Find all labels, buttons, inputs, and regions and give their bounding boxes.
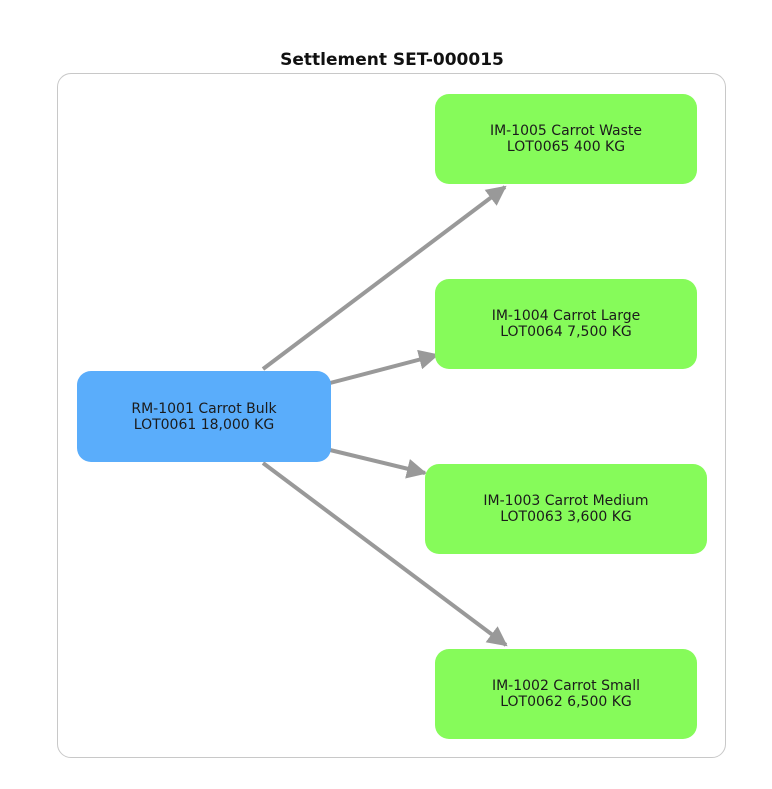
node-label-line2: LOT0062 6,500 KG bbox=[500, 694, 632, 710]
edge-to-im-1005 bbox=[261, 185, 507, 371]
diagram-frame bbox=[57, 73, 726, 758]
node-label-line1: IM-1003 Carrot Medium bbox=[483, 493, 649, 509]
node-im-1005-carrot-waste[interactable]: IM-1005 Carrot Waste LOT0065 400 KG bbox=[435, 94, 697, 184]
node-im-1002-carrot-small[interactable]: IM-1002 Carrot Small LOT0062 6,500 KG bbox=[435, 649, 697, 739]
node-label-line1: IM-1004 Carrot Large bbox=[491, 308, 641, 324]
node-label-line1: IM-1002 Carrot Small bbox=[491, 678, 641, 694]
edge-to-im-1004 bbox=[329, 349, 439, 385]
node-label-line2: LOT0064 7,500 KG bbox=[500, 324, 632, 340]
node-im-1004-carrot-large[interactable]: IM-1004 Carrot Large LOT0064 7,500 KG bbox=[435, 279, 697, 369]
node-label-line2: LOT0065 400 KG bbox=[506, 139, 626, 155]
node-label-line2: LOT0063 3,600 KG bbox=[500, 509, 632, 525]
edge-to-im-1002 bbox=[261, 461, 508, 647]
node-label-line1: RM-1001 Carrot Bulk bbox=[131, 400, 277, 417]
edge-to-im-1003 bbox=[329, 448, 427, 479]
node-label-line1: IM-1005 Carrot Waste bbox=[489, 123, 643, 139]
node-im-1003-carrot-medium[interactable]: IM-1003 Carrot Medium LOT0063 3,600 KG bbox=[425, 464, 707, 554]
diagram-title: Settlement SET-000015 bbox=[280, 50, 504, 70]
node-rm-1001-carrot-bulk[interactable]: RM-1001 Carrot Bulk LOT0061 18,000 KG bbox=[77, 371, 331, 462]
node-label-line2: LOT0061 18,000 KG bbox=[133, 416, 275, 433]
